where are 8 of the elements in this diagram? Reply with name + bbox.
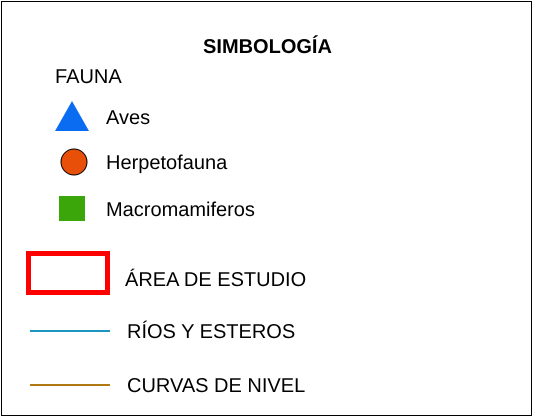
legend-label: RÍOS Y ESTEROS [127,322,296,342]
legend-label: Herpetofauna [106,153,228,173]
section-heading: FAUNA [55,67,122,87]
legend-title: SIMBOLOGÍA [202,37,333,57]
legend-label: CURVAS DE NIVEL [127,376,306,396]
legend-label: Macromamiferos [106,200,255,220]
legend-label: ÁREA DE ESTUDIO [125,270,306,290]
legend-label: Aves [106,108,150,128]
